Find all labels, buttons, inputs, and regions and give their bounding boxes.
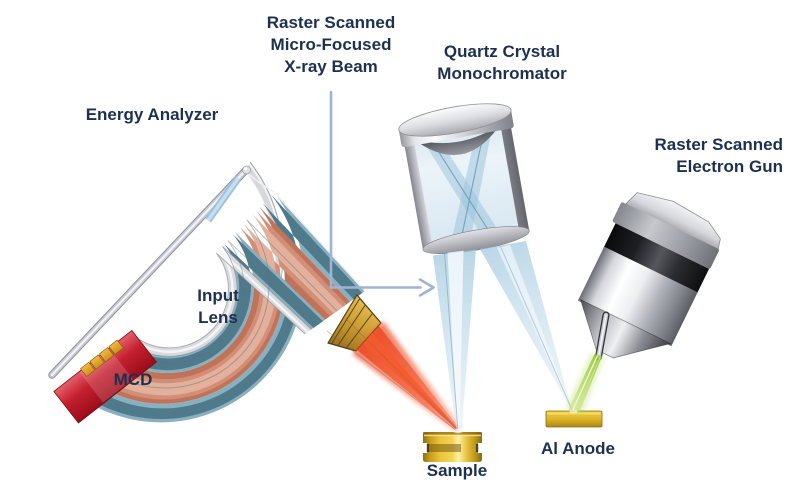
lens-cone-segment-lines [330, 298, 373, 349]
anode-beam-spot [569, 409, 578, 414]
label-monochromator: Quartz Crystal Monochromator [437, 42, 567, 83]
label-electron-gun: Raster Scanned Electron Gun [654, 135, 784, 176]
label-sample: Sample [426, 461, 488, 480]
beam-up-line [500, 246, 573, 411]
inner-ring-highlight [125, 249, 309, 353]
rod-end-cap [242, 165, 251, 175]
sample-top-glint [424, 434, 481, 437]
red-beam-trajectories [326, 317, 458, 431]
green-beam-core [571, 355, 599, 411]
beam-up-body [480, 241, 572, 411]
needle-highlight [597, 314, 607, 358]
rod-blue-segment-core [206, 177, 240, 222]
gun-dark-ring [603, 223, 710, 295]
red-beam-core [363, 333, 459, 431]
monochromator [398, 103, 530, 255]
sample-notch-left-edge [426, 444, 429, 452]
mcd-gold-channel-segments [80, 339, 124, 378]
label-energy-analyzer: Energy Analyzer [85, 105, 219, 124]
mono-top-cap [398, 103, 512, 137]
label-input-lens: Input Lens [197, 286, 239, 327]
sample-notch-right [478, 443, 486, 453]
al-anode-target [545, 410, 603, 428]
inner-ring-edge-inner [129, 252, 306, 349]
label-xray-beam: Raster Scanned Micro-Focused X-ray Beam [266, 13, 396, 76]
sample-beam-spot [453, 428, 463, 434]
analyzer-entrance-rod [48, 165, 251, 379]
mono-inner-beam-lines [433, 135, 494, 244]
sample-notch-right-edge [476, 444, 479, 452]
mcd-detector [53, 329, 158, 424]
trajectory-line-outer [93, 219, 338, 389]
mono-inner-beam-b [450, 133, 491, 245]
beam-up-core [497, 245, 572, 410]
beam-down-core [447, 250, 464, 431]
arrow-head-icon [418, 278, 435, 297]
rod-end-cap-glint [243, 166, 248, 171]
label-al-anode: Al Anode [541, 439, 615, 458]
sample-top-rim [423, 432, 482, 435]
electron-gun-needle [595, 311, 610, 361]
analyzer-outer-silver-band [55, 162, 283, 410]
mono-bottom-rim [422, 226, 530, 255]
gun-body [577, 246, 698, 347]
sample-notch-left [419, 443, 427, 453]
photoelectron-beam [326, 317, 461, 433]
mono-crystal-shadow [413, 124, 501, 155]
sample-stage [419, 428, 486, 462]
analyzer-inner-blue-band [107, 232, 326, 374]
xray-beam-anode-to-monochromator [480, 241, 573, 411]
green-beam-core2 [576, 356, 601, 412]
electron-gun [577, 192, 721, 359]
xray-beam-pointer-arrow [329, 90, 435, 297]
gun-collar-ring [612, 202, 719, 269]
xray-beam-monochromator-to-sample [433, 249, 476, 432]
rod-highlight [50, 168, 248, 377]
anode-top-glint [547, 412, 601, 415]
label-mcd: MCD [113, 370, 153, 389]
electron-beam [565, 352, 605, 415]
beam-down-line [444, 253, 459, 432]
sample-groove [428, 444, 461, 452]
